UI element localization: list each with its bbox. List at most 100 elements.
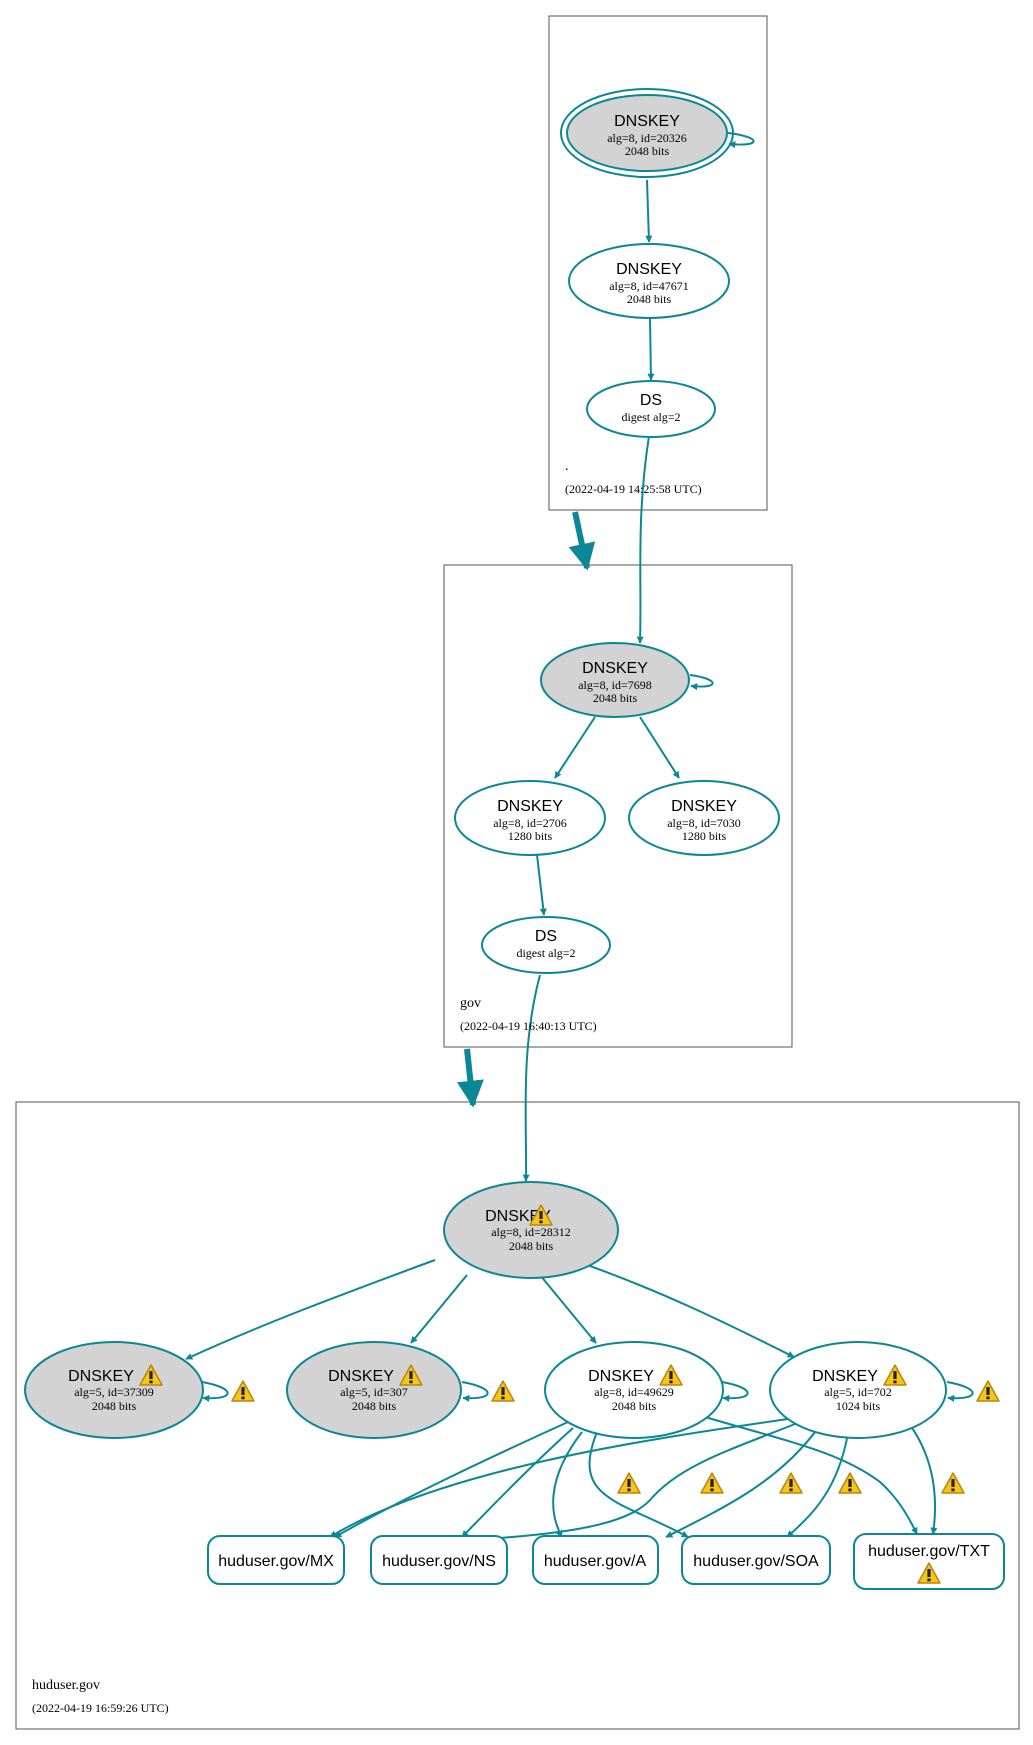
rrset-label: huduser.gov/SOA [693, 1553, 819, 1570]
rrset-label: huduser.gov/A [544, 1553, 647, 1570]
warning-icon [779, 1472, 803, 1494]
node-title: DNSKEY [616, 261, 682, 278]
node-title: DNSKEY [671, 798, 737, 815]
rrset-node-txt[interactable]: huduser.gov/TXT [853, 1533, 1005, 1590]
edge-k702-to-mx [329, 1417, 796, 1538]
dnskey-node-huduser-49629[interactable]: DNSKEY alg=8, id=49629 2048 bits [544, 1341, 724, 1439]
warning-icon [231, 1380, 255, 1402]
warning-icon [491, 1380, 515, 1402]
rrset-node-a[interactable]: huduser.gov/A [532, 1535, 659, 1585]
dnskey-node-huduser-ksk[interactable]: DNSKEY alg=8, id=28312 2048 bits [443, 1181, 619, 1279]
self-sign-edge-k307 [461, 1381, 489, 1402]
rrset-node-ns[interactable]: huduser.gov/NS [370, 1535, 508, 1585]
dnskey-node-root-ksk[interactable]: DNSKEY alg=8, id=20326 2048 bits [560, 88, 734, 178]
zone-timestamp-root: (2022-04-19 14:25:58 UTC) [565, 482, 702, 496]
warning-icon [838, 1472, 862, 1494]
node-detail: 1280 bits [682, 829, 727, 843]
edge-k702-to-a [665, 1427, 819, 1538]
node-title: DNSKEY [68, 1368, 134, 1385]
edge-gov-ksk-to-zsk2 [639, 716, 680, 779]
dnskey-node-huduser-702[interactable]: DNSKEY alg=5, id=702 1024 bits [769, 1341, 947, 1439]
self-sign-edge-k49629 [721, 1381, 749, 1402]
edge-k49629-to-txt [704, 1416, 918, 1535]
delegation-gov-to-huduser [456, 1048, 484, 1108]
zone-huduser-box [15, 1101, 1020, 1730]
node-detail: alg=8, id=20326 [607, 131, 687, 145]
node-title: DS [640, 392, 662, 409]
node-detail: alg=8, id=7698 [578, 678, 652, 692]
node-detail: alg=8, id=47671 [609, 279, 689, 293]
node-title: DS [535, 928, 557, 945]
rrset-label: huduser.gov/MX [218, 1553, 334, 1570]
self-sign-edge-gov-ksk [689, 674, 714, 691]
edge-k702-to-ns [481, 1421, 801, 1543]
dnskey-node-gov-ksk[interactable]: DNSKEY alg=8, id=7698 2048 bits [540, 642, 690, 718]
node-detail: alg=8, id=28312 [491, 1225, 571, 1239]
edge-huduser-ksk-to-k37309 [185, 1259, 436, 1360]
zone-name-root: . [565, 459, 569, 474]
node-detail: 2048 bits [352, 1399, 397, 1413]
node-detail: alg=5, id=307 [340, 1385, 408, 1399]
zone-name-huduser: huduser.gov [32, 1678, 100, 1693]
zone-name-gov: gov [460, 996, 481, 1011]
node-detail: digest alg=2 [621, 410, 680, 424]
node-detail: 1024 bits [836, 1399, 881, 1413]
self-sign-edge-k702 [946, 1381, 974, 1402]
rrset-label: huduser.gov/TXT [868, 1543, 990, 1560]
rrset-label: huduser.gov/NS [382, 1553, 496, 1570]
zone-gov-box [443, 564, 793, 1048]
edge-huduser-ksk-to-k49629 [539, 1274, 597, 1344]
ds-node-root[interactable]: DS digest alg=2 [586, 380, 716, 438]
node-title: DNSKEY [812, 1368, 878, 1385]
node-title: DNSKEY [614, 113, 680, 130]
dnskey-node-gov-zsk-2706[interactable]: DNSKEY alg=8, id=2706 1280 bits [454, 780, 606, 856]
rrset-node-mx[interactable]: huduser.gov/MX [207, 1535, 345, 1585]
node-title: DNSKEY [588, 1368, 654, 1385]
node-detail: 2048 bits [92, 1399, 137, 1413]
warning-icon [976, 1380, 1000, 1402]
ds-node-gov[interactable]: DS digest alg=2 [481, 916, 611, 974]
zone-timestamp-gov: (2022-04-19 16:40:13 UTC) [460, 1019, 597, 1033]
node-detail: 2048 bits [593, 691, 638, 705]
dnskey-node-huduser-307[interactable]: DNSKEY alg=5, id=307 2048 bits [286, 1341, 462, 1439]
edge-gov-ds-to-huduser-ksk [522, 974, 541, 1182]
node-detail: 1280 bits [508, 829, 553, 843]
delegation-root-to-gov [568, 511, 596, 571]
self-sign-edge-root-ksk [727, 132, 755, 149]
node-title: DNSKEY [497, 798, 563, 815]
edge-k49629-to-a [552, 1431, 583, 1538]
node-detail: alg=5, id=37309 [74, 1385, 154, 1399]
edge-root-ksk-to-zsk [645, 179, 653, 243]
dnskey-node-root-zsk[interactable]: DNSKEY alg=8, id=47671 2048 bits [568, 243, 730, 319]
zone-timestamp-huduser: (2022-04-19 16:59:26 UTC) [32, 1701, 169, 1715]
node-detail: 2048 bits [612, 1399, 657, 1413]
warning-icon [941, 1472, 965, 1494]
dnskey-node-gov-zsk-7030[interactable]: DNSKEY alg=8, id=7030 1280 bits [628, 780, 780, 856]
edge-huduser-ksk-to-k702 [572, 1259, 795, 1358]
edge-huduser-ksk-to-k307 [410, 1274, 468, 1344]
node-title: DNSKEY [582, 660, 648, 677]
node-detail: alg=8, id=49629 [594, 1385, 674, 1399]
edge-root-zsk-to-ds [647, 318, 655, 381]
edge-k49629-to-ns [461, 1427, 574, 1538]
self-sign-edge-k37309 [201, 1381, 229, 1402]
node-detail: alg=8, id=2706 [493, 816, 567, 830]
edge-k702-to-txt [909, 1424, 938, 1535]
node-title: DNSKEY [328, 1368, 394, 1385]
node-detail: 2048 bits [509, 1239, 554, 1253]
edge-k702-to-soa [786, 1432, 849, 1538]
edge-gov-ksk-to-zsk1 [554, 716, 596, 779]
node-detail: 2048 bits [627, 292, 672, 306]
node-detail: alg=5, id=702 [824, 1385, 892, 1399]
edge-k49629-to-soa [588, 1431, 689, 1538]
node-detail: 2048 bits [625, 144, 670, 158]
edge-k49629-to-mx [334, 1421, 569, 1538]
warning-icon [617, 1472, 641, 1494]
rrset-node-soa[interactable]: huduser.gov/SOA [681, 1535, 831, 1585]
zone-root-box [548, 15, 768, 511]
edge-root-ds-to-gov-ksk [636, 435, 650, 644]
edge-gov-zsk1-to-ds [536, 854, 547, 916]
dnskey-node-huduser-37309[interactable]: DNSKEY alg=5, id=37309 2048 bits [24, 1341, 204, 1439]
node-detail: digest alg=2 [516, 946, 575, 960]
